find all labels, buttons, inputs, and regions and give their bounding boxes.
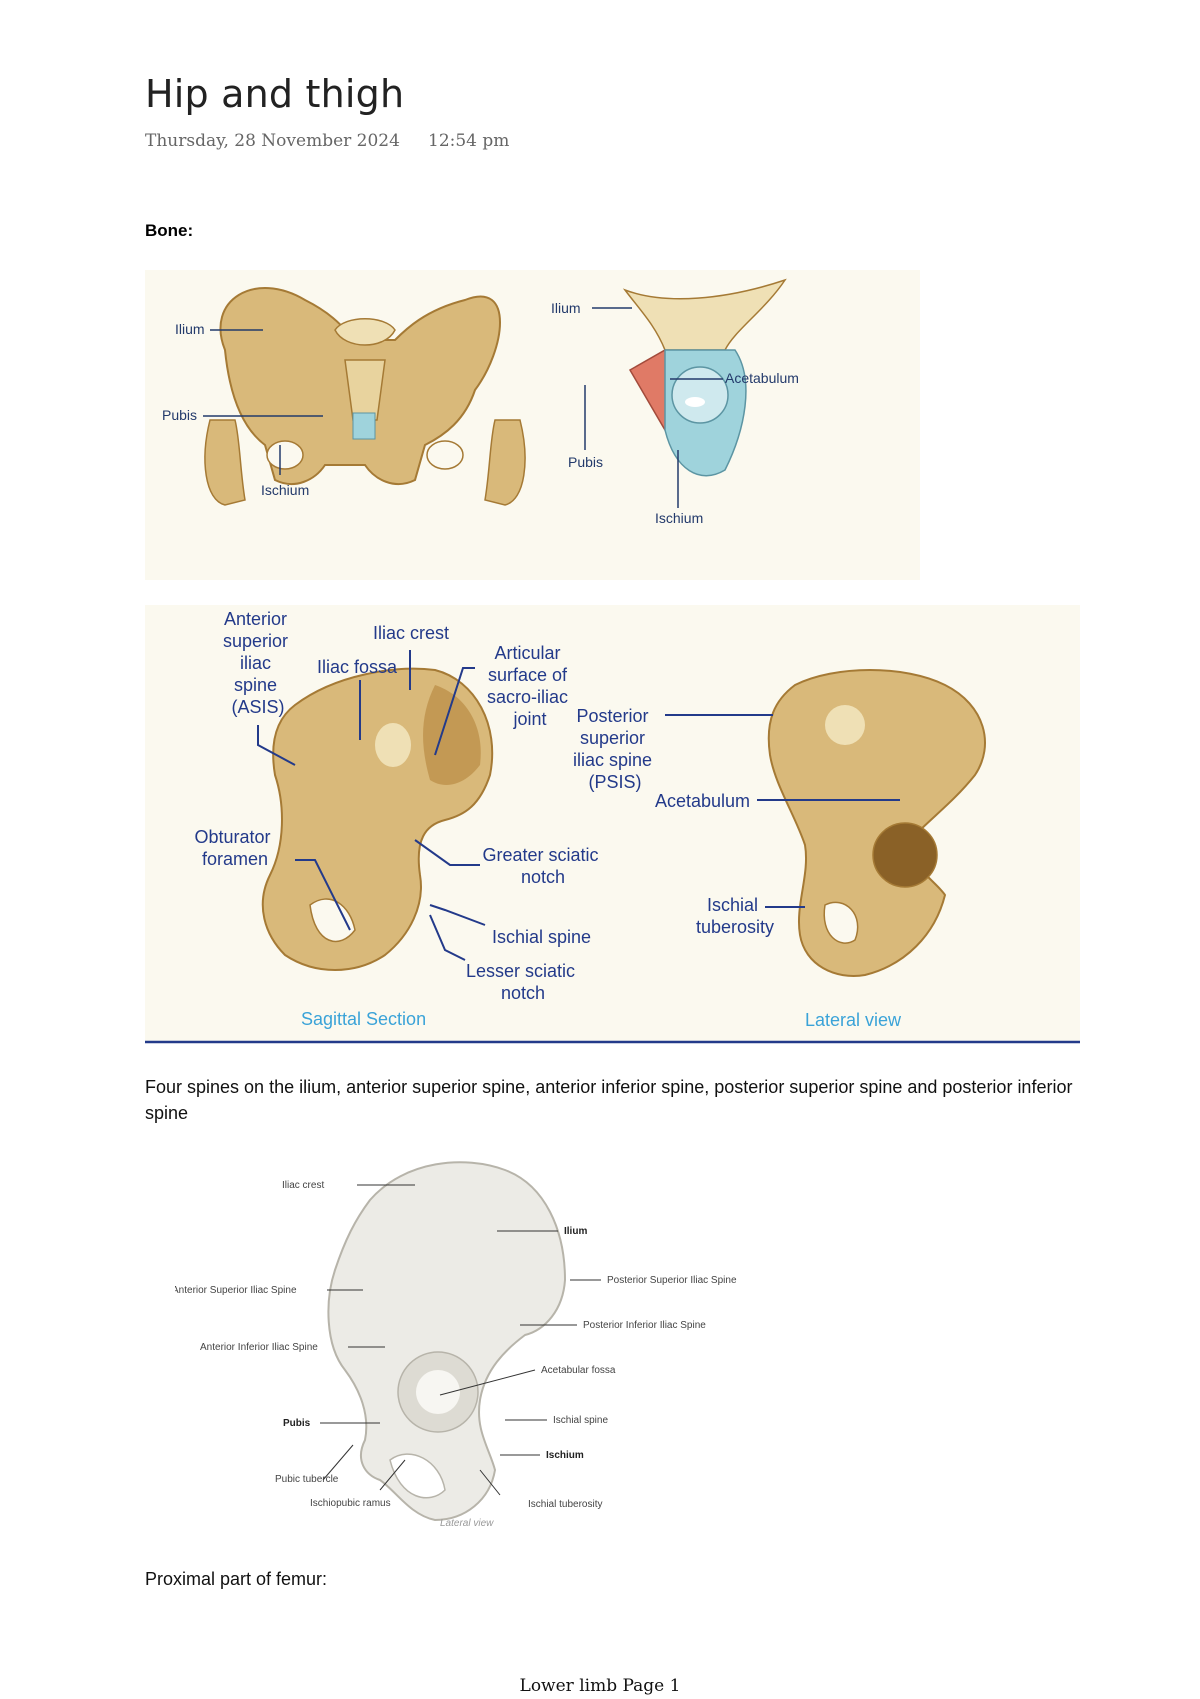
pelvis-leader-lines [203,329,323,475]
label-psis-detailed: Posterior Superior Iliac Spine [607,1275,737,1286]
label-acetabulum-right: Acetabulum [725,370,799,386]
label-iliac-fossa: Iliac fossa [317,657,398,677]
label-psis: Posterior superior iliac spine (PSIS) [573,706,657,792]
label-ilium-detailed: Ilium [564,1226,587,1237]
label-ischium-detailed: Ischium [546,1450,584,1461]
label-ischial-tuberosity: Ischial tuberosity [696,895,774,937]
caption-sagittal-section: Sagittal Section [301,1009,426,1029]
label-asis: Anterior superior iliac spine (ASIS) [223,609,293,717]
label-acetabular-fossa-detailed: Acetabular fossa [541,1365,616,1376]
caption-lateral-view: Lateral view [805,1010,902,1030]
label-pubic-tubercle-detailed: Pubic tubercle [275,1474,339,1485]
label-obturator-foramen: Obturator foramen [194,827,275,869]
figure-hip-bone-landmarks: Anterior superior iliac spine (ASIS) Ili… [145,605,1080,1044]
hip-bone-leader-lines [584,307,723,508]
label-iliac-crest-detailed: Iliac crest [282,1180,324,1191]
spines-note: Four spines on the ilium, anterior super… [145,1077,1073,1123]
lateral-view-illustration [767,669,986,977]
label-articular-surface: Articular surface of sacro-iliac joint [487,643,573,729]
label-ischium: Ischium [261,482,309,498]
label-piis-detailed: Posterior Inferior Iliac Spine [583,1320,706,1331]
label-ischial-spine: Ischial spine [492,927,591,947]
hip-bone-lateral-illustration [327,1161,567,1522]
label-ischium-right: Ischium [655,510,703,526]
page-title: Hip and thigh [145,72,405,116]
label-ischial-tuberosity-detailed: Ischial tuberosity [528,1499,602,1510]
figure-pelvis-regions: Ilium Pubis Ischium Ilium Acetabulum Pub… [145,270,920,580]
lateral-leader-lines [665,714,900,908]
label-asis-detailed: Anterior Superior Iliac Spine [175,1285,297,1296]
label-acetabulum-lateral: Acetabulum [655,791,750,811]
detailed-leader-lines [320,1184,601,1496]
label-aiis-detailed: Anterior Inferior Iliac Spine [200,1342,318,1353]
sagittal-leader-lines [257,650,486,961]
label-ischiopubic-ramus-detailed: Ischiopubic ramus [310,1498,391,1509]
caption-lateral-view-detailed: Lateral view [440,1518,494,1529]
label-ilium: Ilium [175,321,205,337]
section-heading-bone: Bone: [145,221,194,240]
figure-hip-bone-lateral-detailed: Iliac crest Ilium Anterior Superior Ilia… [175,1161,737,1529]
label-lesser-sciatic-notch: Lesser sciatic notch [466,961,580,1003]
label-pubis-detailed: Pubis [283,1418,311,1429]
label-ischial-spine-detailed: Ischial spine [553,1415,608,1426]
hip-bone-regions-illustration [622,278,787,477]
label-pubis-right: Pubis [568,454,603,470]
pelvis-illustration [204,287,526,506]
section-heading-femur: Proximal part of femur: [145,1569,328,1589]
label-ilium-right: Ilium [551,300,581,316]
page-time: 12:54 pm [428,131,510,151]
page-date: Thursday, 28 November 2024 [145,131,400,151]
label-pubis: Pubis [162,407,197,423]
label-iliac-crest: Iliac crest [373,623,449,643]
page-footer: Lower limb Page 1 [519,1676,681,1696]
label-greater-sciatic-notch: Greater sciatic notch [482,845,603,887]
